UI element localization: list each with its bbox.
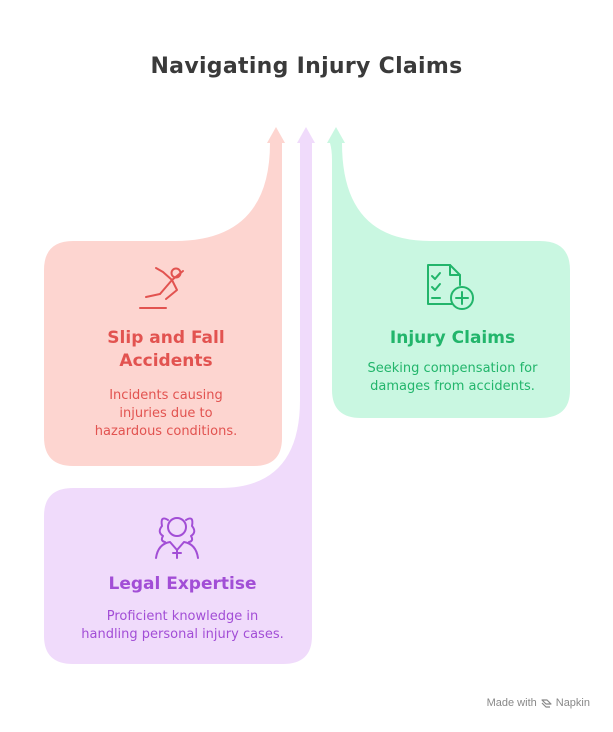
legal-expertise-heading: Legal Expertise: [108, 574, 257, 594]
napkin-brand-label: Napkin: [555, 697, 590, 709]
legal-expertise-card: Legal Expertise Proficient knowledge in …: [55, 573, 310, 644]
slip-and-fall-heading-line2: Accidents: [119, 351, 213, 371]
napkin-logo-icon: [541, 698, 552, 708]
made-with-label: Made with: [486, 697, 537, 709]
checklist-medical-icon: [427, 264, 474, 310]
legal-expertise-description: Proficient knowledge in handling persona…: [55, 608, 310, 644]
injury-claims-card: Injury Claims Seeking compensation for d…: [345, 327, 560, 396]
slip-and-fall-card: Slip and Fall Accidents Incidents causin…: [60, 327, 272, 441]
injury-claims-desc-line: damages from accidents.: [370, 379, 535, 394]
injury-claims-description: Seeking compensation for damages from ac…: [345, 360, 560, 396]
napkin-watermark[interactable]: Made with Napkin: [487, 697, 590, 709]
diagram-title: Navigating Injury Claims: [150, 54, 463, 79]
slip-and-fall-desc-line: injuries due to: [119, 406, 213, 421]
injury-claims-heading: Injury Claims: [389, 328, 516, 348]
legal-expertise-desc-line: Proficient knowledge in: [106, 609, 259, 624]
judge-icon: [155, 517, 199, 559]
slip-and-fall-shape: [44, 127, 285, 466]
slip-and-fall-desc-line: Incidents causing: [109, 388, 223, 403]
legal-expertise-desc-line: handling personal injury cases.: [81, 627, 284, 642]
injury-claims-desc-line: Seeking compensation for: [367, 361, 538, 376]
slip-and-fall-description: Incidents causing injuries due to hazard…: [60, 387, 272, 441]
legal-expertise-shape: [44, 127, 315, 664]
slip-and-fall-desc-line: hazardous conditions.: [94, 424, 238, 439]
slip-and-fall-heading-line1: Slip and Fall: [107, 328, 225, 348]
injury-claims-shape: [327, 127, 570, 418]
falling-person-icon: [139, 267, 184, 309]
slip-and-fall-heading: Slip and Fall Accidents: [60, 327, 272, 373]
